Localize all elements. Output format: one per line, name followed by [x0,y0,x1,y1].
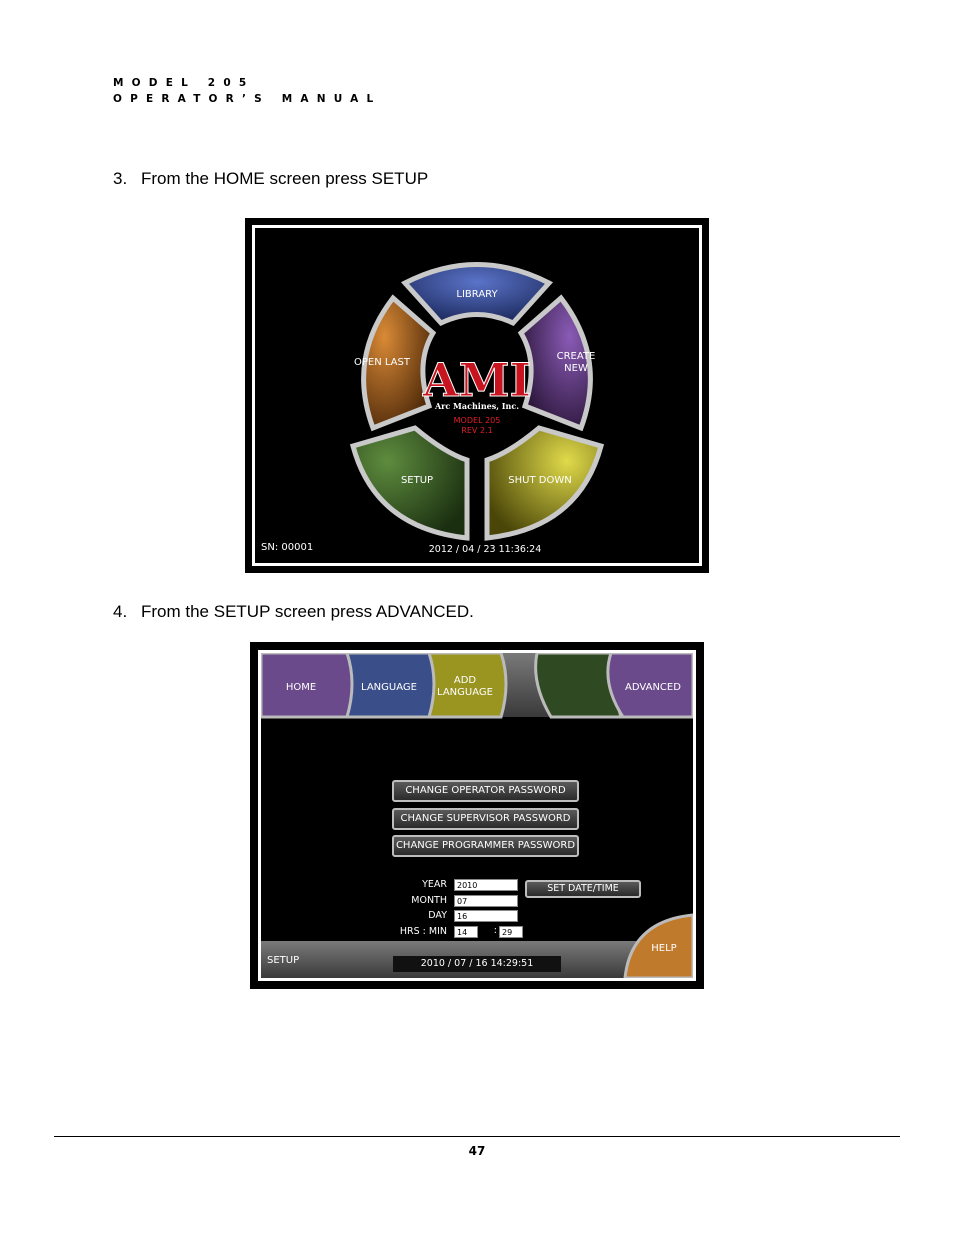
home-datetime: 2012 / 04 / 23 11:36:24 [428,544,542,555]
tab-advanced[interactable]: ADVANCED [625,682,681,693]
help-button[interactable]: HELP [651,943,677,954]
minutes-field[interactable]: 29 [499,926,523,938]
day-field[interactable]: 16 [454,910,518,922]
serial-number: SN: 00001 [261,542,314,553]
page-number: 47 [468,1144,486,1158]
create-new-segment [517,294,593,432]
library-button[interactable]: LIBRARY [456,289,498,300]
setup-segment [349,425,470,541]
manual-header-title: OPERATOR’S MANUAL [113,93,382,105]
shut-down-button[interactable]: SHUT DOWN [508,475,572,486]
step-3: 3.From the HOME screen press SETUP [113,169,429,188]
year-label: YEAR [422,879,447,890]
tab-home[interactable]: HOME [285,682,317,693]
time-colon: : [493,925,497,936]
setup-status-label: SETUP [267,955,300,966]
set-date-time-button[interactable]: SET DATE/TIME [525,880,641,898]
open-last-segment [361,294,437,432]
step-4-text: From the SETUP screen press ADVANCED. [141,602,474,621]
library-segment [400,262,554,327]
home-dial-graphic: AMI [349,262,605,541]
change-programmer-password-button[interactable]: CHANGE PROGRAMMER PASSWORD [392,835,579,857]
day-label: DAY [428,910,447,921]
year-field[interactable]: 2010 [454,879,518,891]
ami-logo: AMI [422,353,531,407]
hrs-min-label: HRS : MIN [399,926,447,937]
open-last-button[interactable]: OPEN LAST [354,357,410,368]
hours-field[interactable]: 14 [454,926,478,938]
month-label: MONTH [411,895,447,906]
step-4: 4.From the SETUP screen press ADVANCED. [113,602,474,621]
setup-datetime: 2010 / 07 / 16 14:29:51 [393,956,561,972]
change-supervisor-password-button[interactable]: CHANGE SUPERVISOR PASSWORD [392,808,579,830]
tab-language[interactable]: LANGUAGE [361,682,417,693]
company-name: Arc Machines, Inc. [434,401,520,411]
shut-down-segment [484,425,605,541]
month-field[interactable]: 07 [454,895,518,907]
footer-rule [54,1136,900,1137]
manual-header-model: MODEL 205 [113,77,255,89]
change-operator-password-button[interactable]: CHANGE OPERATOR PASSWORD [392,780,579,802]
step-3-text: From the HOME screen press SETUP [141,169,429,188]
setup-button[interactable]: SETUP [400,475,434,486]
